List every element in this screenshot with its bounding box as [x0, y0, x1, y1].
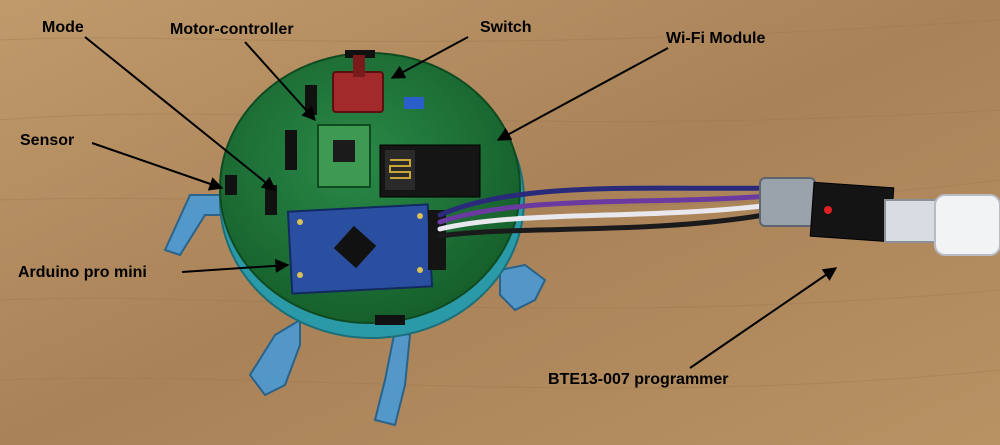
- wifi-module-label: Wi-Fi Module: [666, 30, 766, 47]
- toggle-switch: [332, 55, 384, 113]
- mode-arrow: [84, 36, 277, 191]
- leg-rear-left: [248, 318, 301, 397]
- leg-right: [499, 263, 547, 312]
- arduino-arrow: [181, 258, 290, 273]
- cable-connector: [428, 210, 446, 270]
- switch-label: Switch: [480, 19, 532, 36]
- robot-legs: [163, 194, 547, 427]
- wifi-module-arrow: [496, 47, 669, 141]
- mode-label: Mode: [42, 19, 84, 36]
- annotation-arrows: [84, 36, 838, 369]
- motor-controller-module: [317, 124, 371, 188]
- leg-rear-center: [373, 328, 412, 427]
- jumper: [404, 97, 424, 109]
- switch-arrow: [390, 36, 469, 79]
- sensor-arrow: [91, 142, 224, 191]
- usb-programmer: [759, 177, 1000, 256]
- wifi-module: [379, 144, 481, 198]
- arduino-pro-mini-board: [286, 203, 434, 295]
- programmer-label: BTE13-007 programmer: [548, 371, 729, 388]
- programmer-arrow: [689, 267, 838, 369]
- motor-controller-label: Motor-controller: [170, 21, 294, 38]
- programmer-cables: [437, 185, 773, 239]
- arduino-label: Arduino pro mini: [18, 264, 147, 281]
- motor-controller-arrow: [244, 41, 316, 122]
- sensor-label: Sensor: [20, 132, 75, 149]
